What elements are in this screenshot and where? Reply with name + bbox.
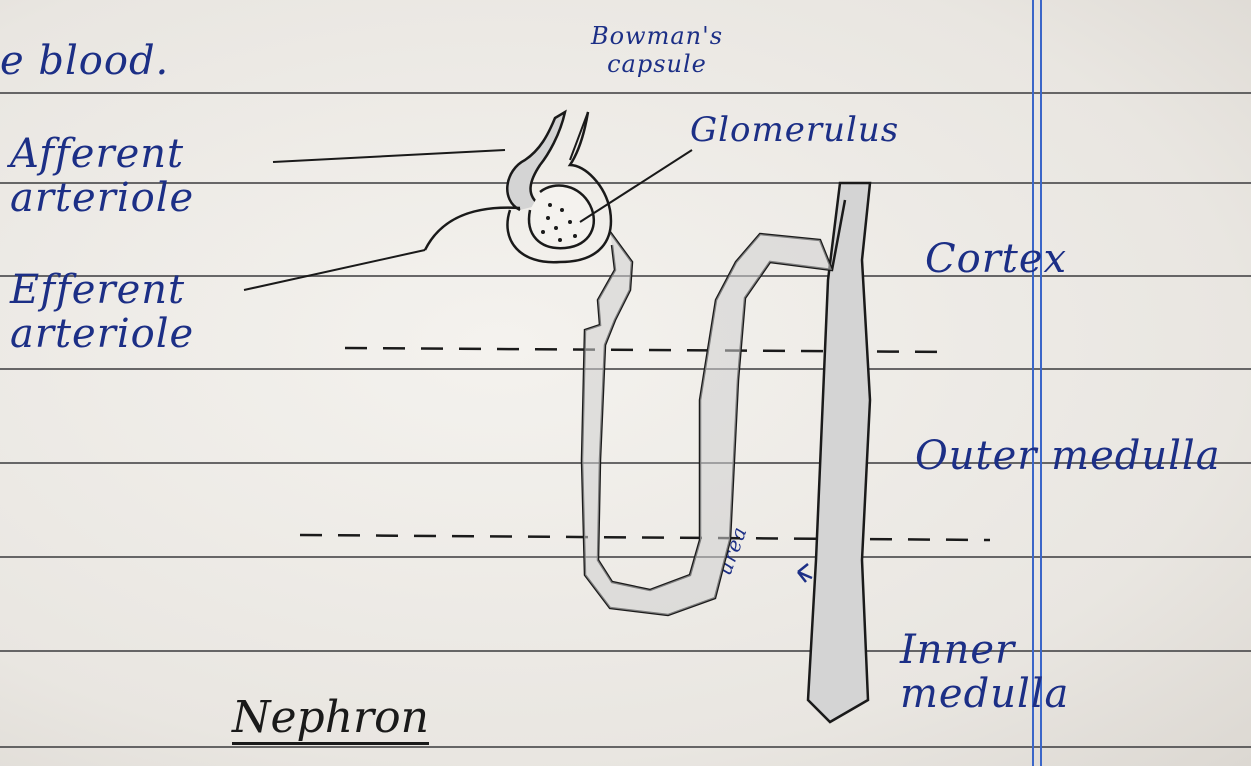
efferent-tube xyxy=(425,208,520,250)
outer-inner-medulla-boundary xyxy=(300,535,990,540)
afferent-pointer xyxy=(273,150,505,162)
tubule-shading xyxy=(582,232,832,615)
urea-arrow xyxy=(798,564,812,582)
efferent-pointer xyxy=(244,250,425,290)
glomerulus-pointer xyxy=(580,150,692,222)
capsule-pointer xyxy=(570,112,588,160)
